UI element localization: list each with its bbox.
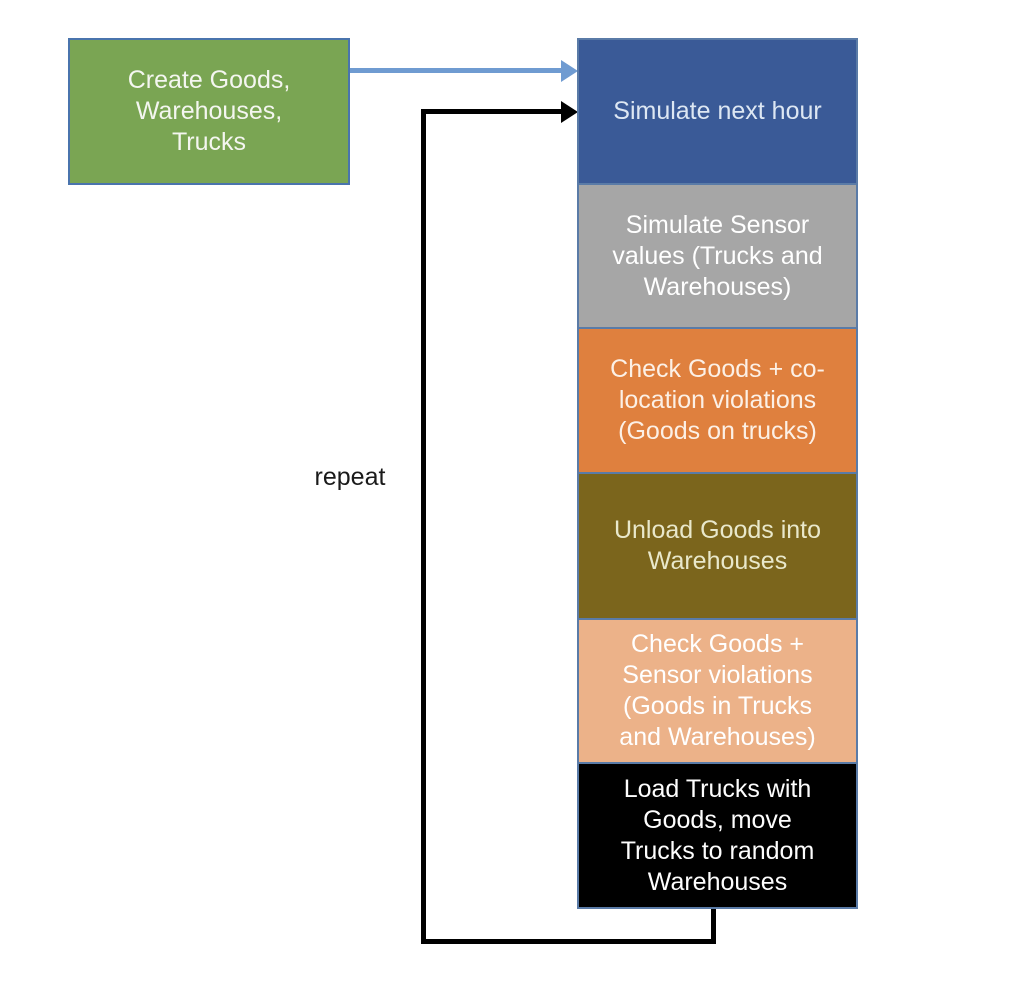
loop-arrow-bottom-line — [421, 939, 716, 944]
step-box-simulate-next-hour: Simulate next hour — [577, 38, 858, 185]
repeat-label: repeat — [314, 463, 386, 491]
loop-arrow-stub-line — [711, 907, 716, 944]
step-box-check-goods-colocation-violations: Check Goods + co- location violations (G… — [577, 327, 858, 474]
step-box-simulate-sensor-values: Simulate Sensor values (Trucks and Wareh… — [577, 183, 858, 329]
start-box-create-goods-warehouses-trucks: Create Goods, Warehouses, Trucks — [68, 38, 350, 185]
loop-arrow-head-icon — [561, 101, 578, 123]
step-box-load-trucks-move-trucks: Load Trucks with Goods, move Trucks to r… — [577, 762, 858, 909]
init-arrow-head-icon — [561, 60, 578, 82]
init-arrow-line — [350, 68, 562, 73]
step-box-unload-goods-into-warehouses: Unload Goods into Warehouses — [577, 472, 858, 620]
step-box-check-goods-sensor-violations: Check Goods + Sensor violations (Goods i… — [577, 618, 858, 764]
loop-arrow-left-line — [421, 109, 426, 944]
loop-arrow-top-line — [421, 109, 562, 114]
